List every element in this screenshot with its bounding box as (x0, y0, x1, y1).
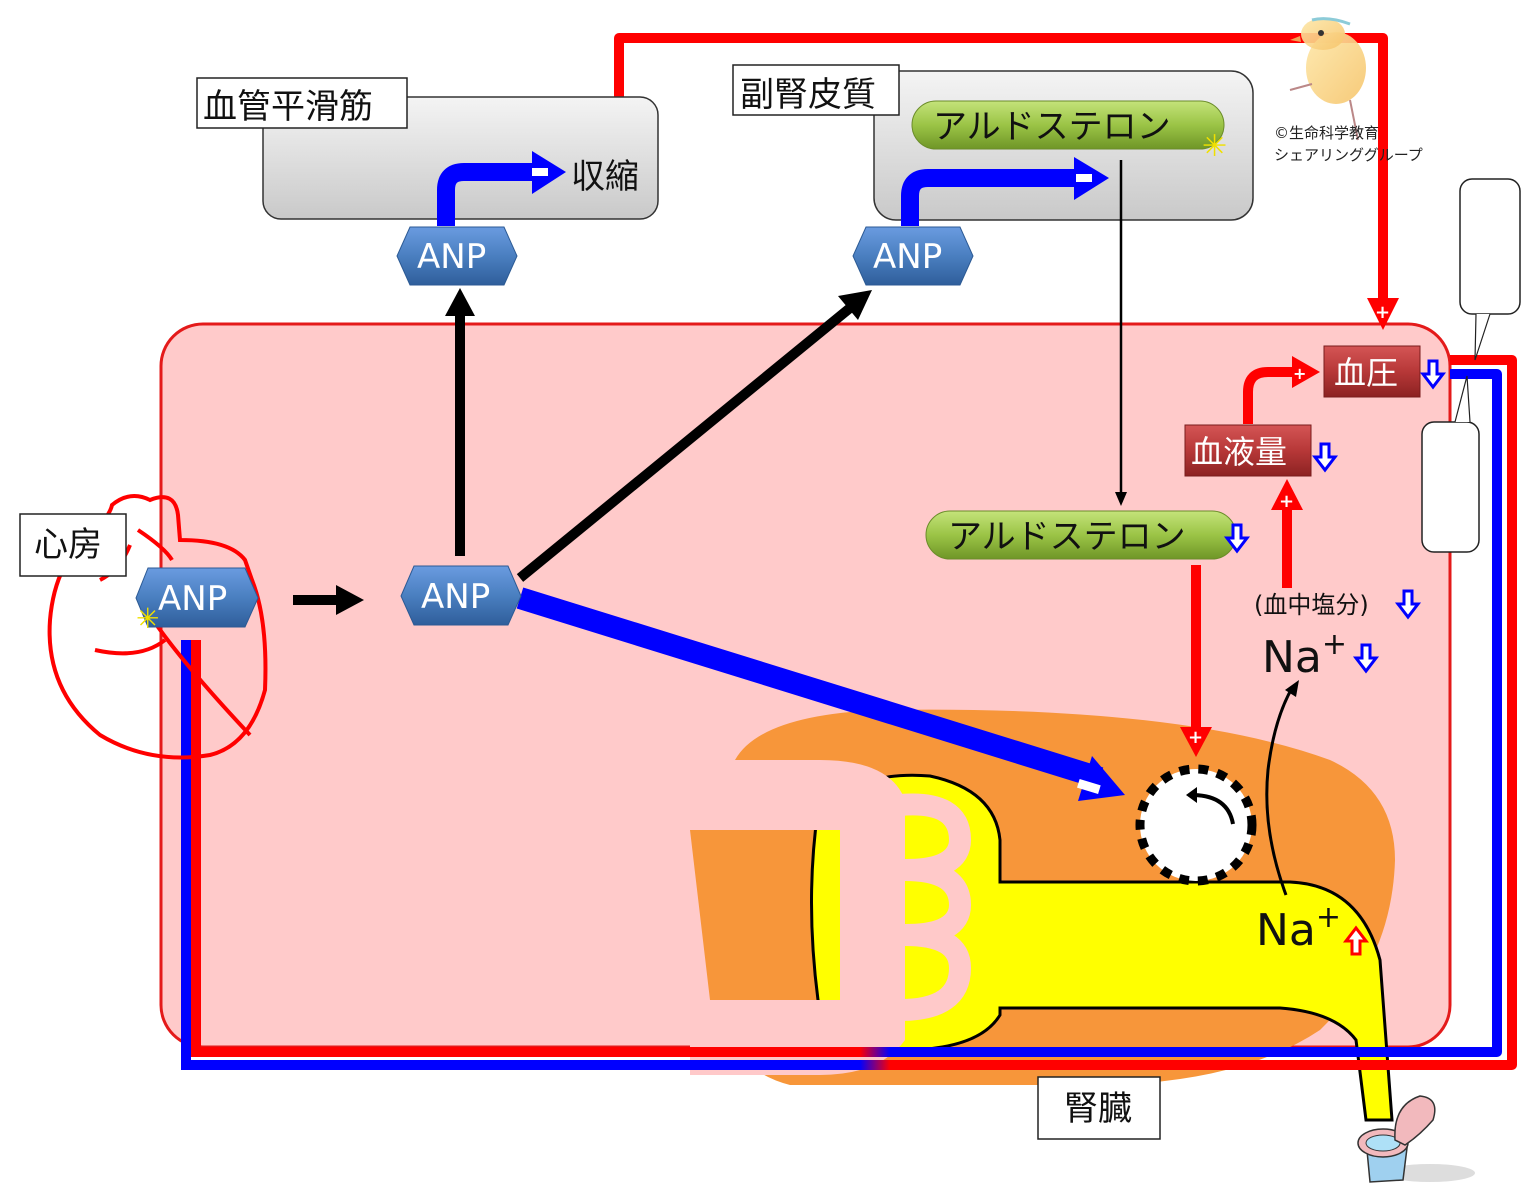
blue-to-red-gradient-segment (780, 1060, 970, 1070)
aldosterone-stimulate-arrowhead (1180, 727, 1212, 757)
atrium-label: 心房 (34, 525, 102, 565)
anp-adrenal-badge: ANP (852, 226, 974, 286)
rotation-arrow-icon (1193, 793, 1235, 825)
anp-vessel-inhibit-arrow (437, 163, 540, 226)
anp-to-vessel-arrowhead (445, 288, 475, 316)
anp-to-adrenal-arrow (516, 304, 854, 582)
anp-adrenal-inhibit-arrow (901, 169, 1080, 226)
chick-mascot-icon (1289, 17, 1366, 141)
afferent-vessel (690, 760, 905, 1075)
anp-vessel-inhibit-arrowhead (532, 151, 566, 194)
svg-text:ANP: ANP (421, 577, 490, 617)
anp-vessel-badge: ANP (396, 226, 518, 286)
callout-pointer-top (1474, 313, 1491, 361)
atrium-to-anp-arrowhead (336, 585, 364, 615)
adrenal-cortex-label-box (732, 64, 900, 116)
blood-blue-loop (181, 640, 780, 1070)
blood-pressure-box (1323, 345, 1421, 398)
plus-sign: + (1293, 364, 1306, 383)
na-reabsorption-arrowhead (1285, 680, 1299, 697)
volume-to-pressure-line (1243, 367, 1296, 424)
plus-sign: + (1279, 491, 1294, 512)
minus-sign (1076, 174, 1092, 182)
down-arrow-icon-blood-salt (1394, 589, 1422, 620)
blood-volume-box (1184, 424, 1312, 477)
toilet-icon (1357, 1095, 1475, 1183)
blood-pressure-label: 血圧 (1334, 354, 1398, 392)
aldosterone-top-pill (911, 100, 1225, 150)
rotation-arrowhead (1186, 787, 1197, 803)
svg-text:ANP: ANP (417, 237, 486, 277)
empty-callout-bottom (1421, 421, 1480, 553)
contraction-label: 収縮 (571, 157, 639, 197)
vascular-smooth-muscle-label-box (196, 77, 408, 129)
anp-to-adrenal-arrowhead (838, 290, 872, 320)
red-to-blue-gradient-segment (780, 1047, 970, 1057)
blood-red-return (970, 355, 1517, 1070)
anp-to-kidney-inhibit-arrow (516, 587, 1104, 789)
na-urine-label: Na+ (1256, 900, 1341, 956)
svg-text:ANP: ANP (873, 237, 942, 277)
na-reabsorption-arrow (1265, 687, 1294, 896)
salt-to-volume-arrowhead (1271, 479, 1303, 510)
copyright-credit: ©生命科学教育 シェアリンググループ (1274, 122, 1423, 166)
svg-text:ANP: ANP (158, 579, 227, 619)
na-transporter-pump (1135, 764, 1257, 886)
credit-line-2: シェアリンググループ (1274, 146, 1423, 164)
down-arrow-icon-na-blood (1352, 643, 1380, 674)
kidney-label: 腎臓 (1064, 1089, 1132, 1129)
glomerulus-loops (899, 793, 972, 1021)
blood-blue-return (970, 369, 1502, 1057)
blood-volume-label: 血液量 (1191, 433, 1287, 471)
minus-sign (1077, 778, 1101, 794)
aldosterone-release-arrowhead (1115, 492, 1127, 506)
credit-line-1: ©生命科学教育 (1274, 124, 1380, 142)
yellow-star-icon: ✳ (1202, 129, 1227, 164)
yellow-star-icon: ✳ (136, 602, 159, 635)
vascular-smooth-muscle-label: 血管平滑筋 (203, 87, 373, 127)
down-arrow-icon-blood-volume (1311, 442, 1339, 473)
volume-to-pressure-arrowhead (1292, 356, 1320, 388)
blood-salt-label: (血中塩分) (1254, 591, 1369, 619)
plus-sign: + (1188, 727, 1203, 748)
blood-red-loop (191, 640, 780, 1057)
plus-sign: + (1375, 302, 1390, 323)
aldosterone-top-label: アルドステロン (933, 107, 1171, 147)
atrium-label-box (19, 513, 127, 577)
kidney-label-box (1037, 1076, 1161, 1140)
na-blood-label: Na+ (1262, 627, 1347, 683)
anp-atrium-badge: ANP ✳ (135, 567, 259, 635)
minus-sign (532, 168, 548, 176)
down-arrow-icon-aldosterone-mid (1223, 523, 1251, 554)
up-arrow-icon-na-urine (1342, 925, 1370, 956)
down-arrow-icon-blood-pressure (1419, 359, 1447, 390)
contraction-feedback-line (614, 33, 1388, 300)
empty-callout-top (1459, 178, 1521, 315)
anp-center-badge: ANP (400, 565, 522, 626)
adrenal-cortex-label: 副腎皮質 (740, 75, 876, 115)
aldosterone-mid-label: アルドステロン (948, 517, 1186, 557)
callout-pointer-bottom (1454, 375, 1471, 423)
contraction-to-pressure-arrowhead (1367, 298, 1399, 330)
